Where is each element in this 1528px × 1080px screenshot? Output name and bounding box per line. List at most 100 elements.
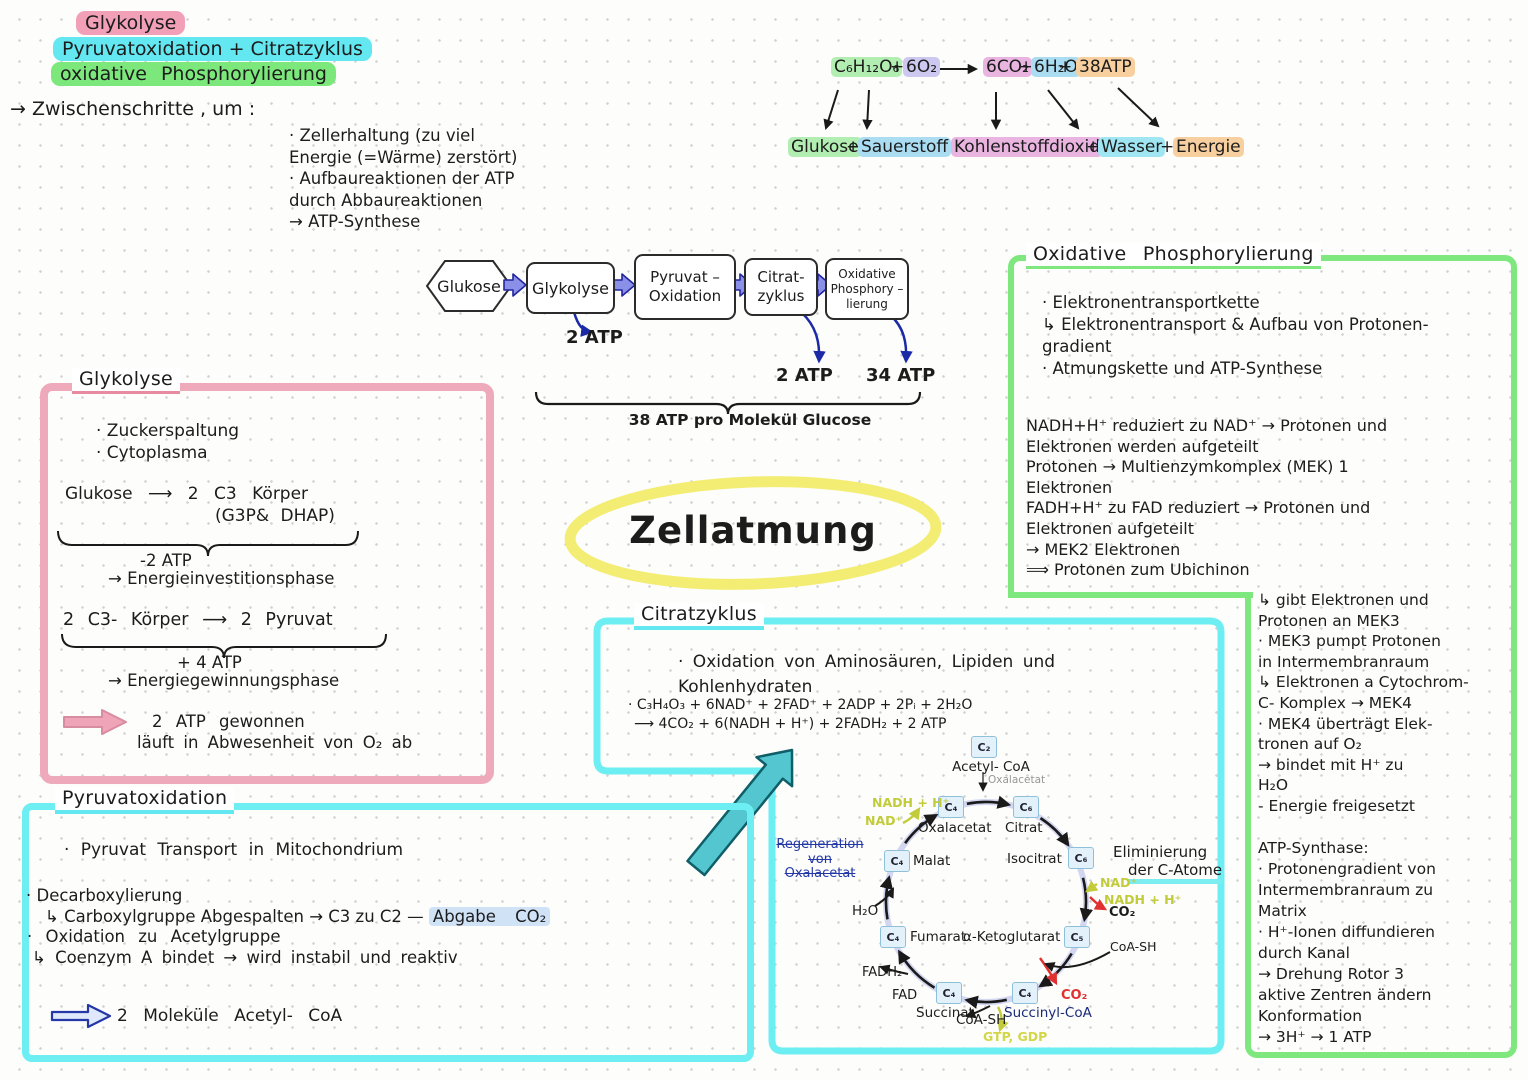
pyruvat-line-3-highlight: Abgabe CO₂ [428, 907, 551, 926]
pink-result-arrow [63, 709, 127, 735]
word-energie: Energie [1173, 137, 1244, 157]
legend-glykolyse: Glykolyse [76, 11, 186, 35]
cycle-nadh-1: NADH + H⁺ [872, 795, 950, 810]
cycle-co2-upper: CO₂ [1109, 905, 1136, 920]
cycle-gtp-gdp: GTP, GDP [983, 1029, 1048, 1044]
glykolyse-inv1: -2 ATP [140, 551, 192, 570]
black-side-arrows [874, 887, 1111, 1019]
intro-lead: → Zwischenschritte , um : [10, 98, 256, 120]
glykolyse-rxn2: 2 C3- Körper ⟶ 2 Pyruvat [63, 610, 333, 630]
word-plus-1: + [846, 137, 861, 157]
flow-step-pyruvat: Pyruvat – Oxidation [634, 254, 736, 320]
word-plus-3: + [1160, 137, 1175, 157]
oxphos-box-column [1245, 592, 1517, 1058]
formula-co2: 6CO₂ [983, 57, 1032, 77]
formula-glucose: C₆H₁₂O₆ [831, 57, 903, 77]
flow-total-atp: 38 ATP pro Molekül Glucose [628, 411, 872, 429]
cycle-nadh-2: NADH + H⁺ [1104, 892, 1182, 907]
cycle-coash-in: CoA-SH [1110, 939, 1157, 954]
citrat-eq-1: · C₃H₄O₃ + 6NAD⁺ + 2FAD⁺ + 2ADP + 2Pᵢ + … [628, 697, 973, 713]
cycle-regeneration-note: Regeneration von Oxalacetat [776, 837, 864, 881]
pyruvat-line-4: · Oxidation zu Acetylgruppe [27, 927, 281, 946]
pyruvat-line-5: ↳ Coenzym A bindet → wird instabil und r… [32, 948, 458, 967]
flow-hex-label: Glukose [437, 276, 501, 296]
blue-result-arrow [50, 1003, 112, 1029]
zellatmung-ellipse [564, 476, 942, 590]
page-title: Zellatmung [629, 509, 877, 552]
cycle-eliminierung-2: der C-Atome [1128, 861, 1223, 884]
cycle-nad-1: NAD⁺ [865, 813, 903, 828]
oxphos-bullets: · Elektronentransportkette ↳ Elektronent… [1042, 293, 1429, 378]
formula-h2o: 6H₂O [1031, 57, 1081, 77]
pyruvat-result: 2 Moleküle Acetyl- CoA [117, 1006, 343, 1026]
glykolyse-res1: 2 ATP gewonnen [152, 712, 305, 731]
oxphos-box-bottom-edge [1008, 592, 1253, 598]
legend-oxphos: oxidative Phosphorylierung [51, 62, 336, 86]
cycle-acetyl-label: Acetyl- CoA [952, 759, 1030, 775]
citrat-eq-2: ⟶ 4CO₂ + 6(NADH + H⁺) + 2FADH₂ + 2 ATP [634, 716, 947, 732]
cycle-eliminierung-1: Eliminierung [1113, 843, 1208, 861]
word-glukose: Glukose [788, 137, 862, 157]
word-kohlenstoffdioxid: Kohlenstoffdioxid [951, 137, 1104, 157]
word-plus-2: + [1086, 137, 1101, 157]
pyruvat-line-3: ↳ Carboxylgruppe Abgespalten → C3 zu C2 … [45, 907, 551, 926]
cycle-node-malat: C₄ [884, 850, 910, 872]
glukose-hexagon [425, 260, 513, 312]
oxphos-column-1: ↳ gibt Elektronen und Protonen an MEK3 ·… [1258, 591, 1469, 815]
pyruvatoxidation-box [22, 803, 754, 1062]
citrat-title: Citratzyklus [634, 603, 764, 630]
cycle-name-ketoglutarat: α-Ketoglutarat [963, 929, 1061, 945]
word-sauerstoff: Sauerstoff [858, 137, 952, 157]
glykolyse-title: Glykolyse [72, 368, 181, 394]
formula-atp: 38ATP [1076, 57, 1135, 77]
citrat-box-border [593, 617, 1225, 1055]
pyruvat-line-2: · Decarboxylierung [26, 886, 183, 905]
flow-atp-citrat: 2 ATP [776, 365, 833, 386]
pyruvat-title: Pyruvatoxidation [55, 787, 235, 814]
cycle-node-succinat: C₄ [936, 982, 962, 1004]
yellow-arrows [902, 807, 1099, 1033]
glykolyse-brace-2 [61, 633, 387, 659]
cycle-node-isocitrat: C₆ [1068, 847, 1094, 869]
cycle-node-citrat: C₆ [1013, 796, 1039, 818]
glykolyse-box [40, 383, 494, 784]
cycle-fad: FAD [892, 988, 918, 1003]
cycle-name-isocitrat: Isocitrat [1007, 851, 1062, 867]
cycle-name-oxalacetat: Oxalacetat [918, 820, 992, 836]
glykolyse-rxn1: Glukose ⟶ 2 C3 Körper [65, 484, 309, 504]
pyruvat-line-1: · Pyruvat Transport in Mitochondrium [64, 840, 404, 860]
formula-plus-2: + [1019, 57, 1034, 77]
cycle-nad-2: NAD⁺ [1100, 875, 1138, 890]
formula-plus-3: + [1058, 57, 1073, 77]
flow-step-citrat: Citrat- zyklus [744, 258, 818, 316]
cycle-name-succinylcoa: Succinyl-CoA [1004, 1005, 1092, 1021]
intro-notes: · Zellerhaltung (zu viel Energie (=Wärme… [289, 126, 518, 231]
cycle-name-fumarat: Fumarat [910, 929, 967, 945]
oxphos-paragraph: NADH+H⁺ reduziert zu NAD⁺ → Protonen und… [1026, 416, 1388, 580]
oxphos-title: Oxidative Phosphorylierung [1026, 243, 1321, 269]
cycle-node-c2: C₂ [971, 736, 997, 758]
glykolyse-brace-1 [57, 530, 359, 557]
legend-pyruvat-citrat: Pyruvatoxidation + Citratzyklus [53, 37, 372, 61]
cycle-h2o: H₂O [852, 903, 879, 919]
word-wasser: Wasser [1098, 137, 1166, 157]
formula-plus-1: + [890, 57, 905, 77]
flow-atp-glykolyse: 2 ATP [566, 327, 623, 348]
cycle-name-malat: Malat [913, 853, 951, 869]
teal-transfer-arrow [686, 748, 794, 877]
pyruvat-line-3-text: ↳ Carboxylgruppe Abgespalten → C3 zu C2 … [45, 907, 424, 926]
glykolyse-rxn1b: (G3P& DHAP) [215, 506, 335, 526]
total-brace [534, 391, 922, 415]
cycle-node-fumarat: C₄ [880, 926, 906, 948]
glykolyse-bullets: · Zuckerspaltung · Cytoplasma [96, 421, 240, 463]
glykolyse-gain2: → Energiegewinnungsphase [108, 671, 340, 690]
oxphos-column-2: ATP-Synthase: · Protonengradient von Int… [1258, 839, 1436, 1046]
cycle-node-oxalacetat: C₄ [938, 796, 964, 818]
flow-step-oxphos: Oxidative Phosphory – lierung [825, 258, 909, 320]
flow-step-glykolyse: Glykolyse [526, 262, 615, 314]
cycle-entry-label: Oxalacetat [988, 774, 1046, 786]
citrat-bullet: · Oxidation von Aminosäuren, Lipiden und… [678, 652, 1056, 697]
glykolyse-inv2: → Energieinvestitionsphase [108, 569, 335, 588]
flow-atp-oxphos: 34 ATP [866, 365, 936, 386]
glykolyse-gain1: + 4 ATP [177, 653, 242, 672]
